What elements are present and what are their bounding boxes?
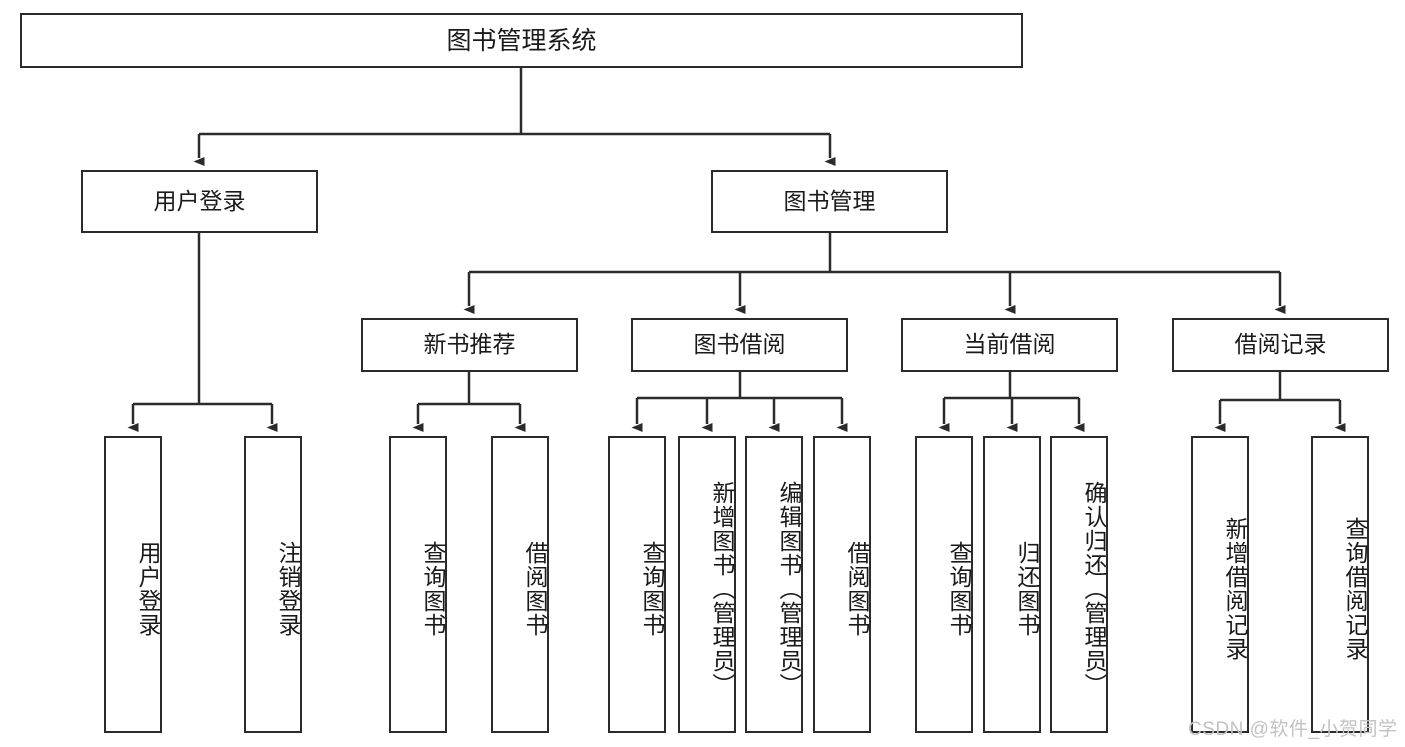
node-label: 借阅图书 [522,540,548,637]
node-label: 归还图书 [1014,540,1040,637]
leaf-user-login-login[interactable]: 用户登录 [104,436,162,733]
node-label: 查询借阅记录 [1342,516,1368,661]
node-new-book-recommend[interactable]: 新书推荐 [361,318,578,372]
node-label: 编辑图书（管理员） [776,480,802,697]
leaf-current-query-book[interactable]: 查询图书 [915,436,973,733]
leaf-user-login-logout[interactable]: 注销登录 [244,436,302,733]
leaf-current-return-book[interactable]: 归还图书 [983,436,1041,733]
node-current-borrow[interactable]: 当前借阅 [901,318,1118,372]
csdn-watermark: CSDN @软件_小贺同学 [1188,719,1398,740]
node-label: 借阅记录 [1234,331,1327,358]
node-book-borrow[interactable]: 图书借阅 [631,318,848,372]
node-label: 查询图书 [639,540,665,637]
node-label: 新书推荐 [423,331,516,358]
leaf-borrow-edit-book-admin[interactable]: 编辑图书（管理员） [745,436,803,733]
node-label: 图书管理 [783,187,876,214]
node-label: 用户登录 [135,540,161,637]
node-label: 图书管理系统 [446,26,597,55]
node-label: 新增借阅记录 [1222,516,1248,661]
leaf-recommend-query-book[interactable]: 查询图书 [389,436,447,733]
node-root-system[interactable]: 图书管理系统 [20,13,1023,68]
node-label: 确认归还（管理员） [1081,480,1107,697]
node-label: 注销登录 [275,540,301,637]
leaf-recommend-borrow-book[interactable]: 借阅图书 [491,436,549,733]
node-label: 当前借阅 [963,331,1056,358]
node-label: 新增图书（管理员） [709,480,735,697]
node-label: 图书借阅 [693,331,786,358]
leaf-borrow-add-book-admin[interactable]: 新增图书（管理员） [678,436,736,733]
leaf-borrow-query-book[interactable]: 查询图书 [608,436,666,733]
leaf-record-query-record[interactable]: 查询借阅记录 [1311,436,1369,733]
node-book-management[interactable]: 图书管理 [711,170,948,233]
leaf-record-add-record[interactable]: 新增借阅记录 [1191,436,1249,733]
node-label: 用户登录 [153,187,246,214]
leaf-borrow-borrow-book[interactable]: 借阅图书 [813,436,871,733]
node-label: 查询图书 [420,540,446,637]
node-user-login[interactable]: 用户登录 [81,170,318,233]
node-label: 查询图书 [946,540,972,637]
node-label: 借阅图书 [844,540,870,637]
leaf-current-confirm-return-admin[interactable]: 确认归还（管理员） [1050,436,1108,733]
node-borrow-record[interactable]: 借阅记录 [1172,318,1389,372]
